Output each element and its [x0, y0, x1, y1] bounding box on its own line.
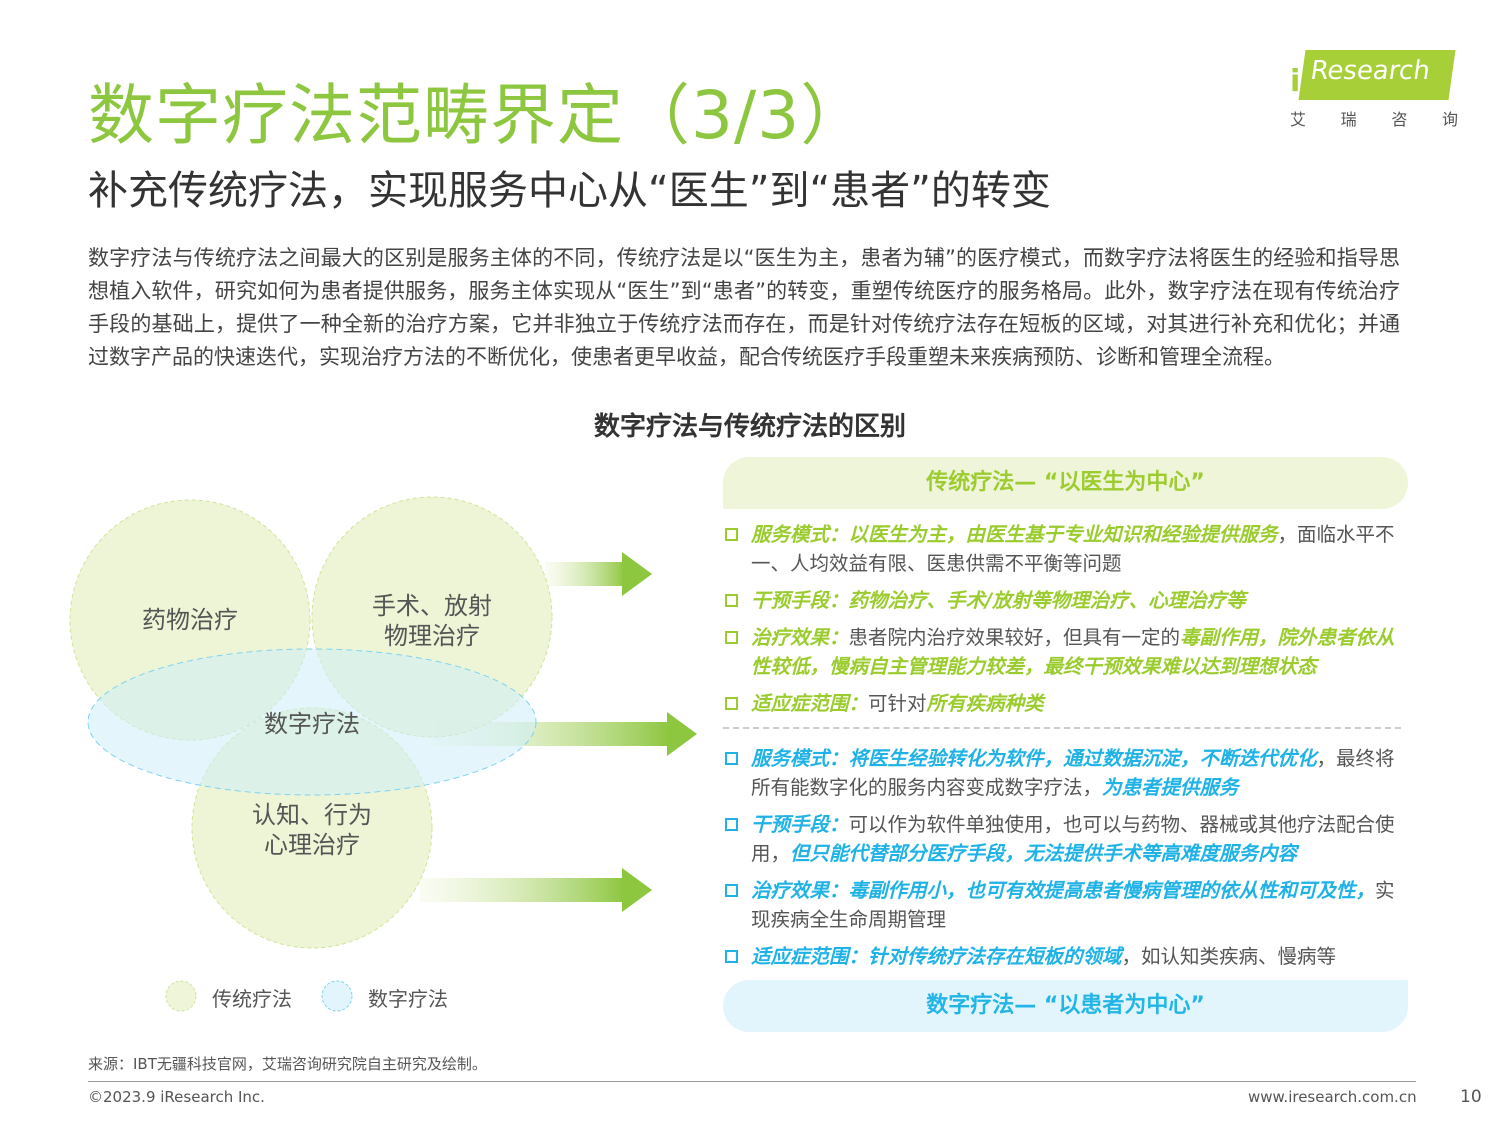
item-text: 但只能代替部分医疗手段，无法提供手术等高难度服务内容 [790, 842, 1298, 865]
traditional-list: 服务模式：以医生为主，由医生基于专业知识和经验提供服务，面临水平不一、人均效益有… [723, 520, 1413, 726]
page-title: 数字疗法范畴界定（3/3） [88, 77, 868, 154]
item-text: 适应症范围：针对传统疗法存在短板的领域 [751, 945, 1122, 968]
square-bullet-icon [725, 631, 738, 644]
digital-header: 数字疗法— “以患者为中心” [723, 980, 1408, 1032]
item-text: 干预手段： [751, 813, 849, 836]
legend-digital-label: 数字疗法 [368, 987, 448, 1011]
item-text: 治疗效果： [751, 626, 849, 649]
item-text: 可针对 [868, 692, 927, 715]
square-bullet-icon [725, 884, 738, 897]
legend-traditional-label: 传统疗法 [212, 987, 292, 1011]
item-text: 可以作为软件单独使用，也可以与药物、器械或其他疗法配合使用， [751, 813, 1395, 865]
source-note: 来源：IBT无疆科技官网，艾瑞咨询研究院自主研究及绘制。 [88, 1055, 487, 1073]
list-item: 服务模式：以医生为主，由医生基于专业知识和经验提供服务，面临水平不一、人均效益有… [723, 520, 1413, 578]
venn-diagram: 药物治疗 手术、放射 物理治疗 数字疗法 认知、行为 心理治疗 传统疗法 数字疗… [69, 496, 697, 1012]
legend-digital-swatch [321, 980, 353, 1012]
label-digital: 数字疗法 [264, 710, 360, 738]
item-text: 干预手段：药物治疗、手术/放射等物理治疗、心理治疗等 [751, 589, 1246, 612]
arrow-top [545, 552, 652, 596]
list-item: 适应症范围：可针对所有疾病种类 [723, 689, 1413, 718]
traditional-header: 传统疗法— “以医生为中心” [723, 457, 1408, 509]
label-cognitive: 心理治疗 [264, 831, 360, 859]
digital-list: 服务模式：将医生经验转化为软件，通过数据沉淀，不断迭代优化，最终将所有能数字化的… [723, 744, 1413, 979]
copyright: ©2023.9 iResearch Inc. [88, 1088, 265, 1106]
list-item: 治疗效果：毒副作用小，也可有效提高患者慢病管理的依从性和可及性，实现疾病全生命周… [723, 876, 1413, 934]
logo-i: i [1290, 64, 1301, 99]
page-number: 10 [1460, 1087, 1482, 1107]
square-bullet-icon [725, 752, 738, 765]
label-surgery: 物理治疗 [384, 622, 480, 650]
list-item: 干预手段：可以作为软件单独使用，也可以与药物、器械或其他疗法配合使用，但只能代替… [723, 810, 1413, 868]
list-item: 适应症范围：针对传统疗法存在短板的领域，如认知类疾病、慢病等 [723, 942, 1413, 971]
item-text: ，如认知类疾病、慢病等 [1121, 945, 1337, 968]
item-text: 治疗效果：毒副作用小，也可有效提高患者慢病管理的依从性和可及性， [751, 879, 1376, 902]
page-subtitle: 补充传统疗法，实现服务中心从“医生”到“患者”的转变 [88, 168, 1051, 214]
label-drug: 药物治疗 [142, 606, 238, 634]
website: www.iresearch.com.cn [1248, 1088, 1417, 1106]
logo-cn: 询 [1441, 110, 1458, 129]
label-surgery: 手术、放射 [372, 592, 492, 620]
square-bullet-icon [725, 818, 738, 831]
label-cognitive: 认知、行为 [252, 801, 372, 829]
item-text: ，最终将所有能数字化的服务内容变成数字疗法， [751, 747, 1395, 799]
list-item: 治疗效果：患者院内治疗效果较好，但具有一定的毒副作用，院外患者依从性较低，慢病自… [723, 623, 1413, 681]
list-item: 干预手段：药物治疗、手术/放射等物理治疗、心理治疗等 [723, 586, 1413, 615]
intro-paragraph: 数字疗法与传统疗法之间最大的区别是服务主体的不同，传统疗法是以“医生为主，患者为… [88, 246, 1400, 369]
logo-cn: 瑞 [1340, 110, 1357, 129]
ellipse-digital [87, 648, 537, 796]
square-bullet-icon [725, 594, 738, 607]
logo-cn: 咨 [1391, 110, 1408, 129]
footer-divider [88, 1081, 1416, 1082]
square-bullet-icon [725, 950, 738, 963]
item-text: 患者院内治疗效果较好，但具有一定的 [848, 626, 1181, 649]
divider [723, 727, 1401, 729]
list-item: 服务模式：将医生经验转化为软件，通过数据沉淀，不断迭代优化，最终将所有能数字化的… [723, 744, 1413, 802]
logo-text: Research [1298, 50, 1456, 100]
item-text: 服务模式：将医生经验转化为软件，通过数据沉淀，不断迭代优化 [751, 747, 1317, 770]
item-text: 服务模式：以医生为主，由医生基于专业知识和经验提供服务 [751, 523, 1278, 546]
item-text: 为患者提供服务 [1102, 776, 1239, 799]
item-text: 适应症范围： [751, 692, 869, 715]
square-bullet-icon [725, 697, 738, 710]
square-bullet-icon [725, 528, 738, 541]
item-text: 实现疾病全生命周期管理 [751, 879, 1395, 931]
logo-cn: 艾 [1290, 110, 1307, 129]
iresearch-logo: i Research 艾 瑞 咨 询 [1290, 50, 1460, 130]
legend-traditional-swatch [165, 980, 197, 1012]
item-text: 毒副作用，院外患者依从性较低，慢病自主管理能力较差，最终干预效果难以达到理想状态 [751, 626, 1395, 678]
arrow-bottom [420, 868, 652, 912]
item-text: ，面临水平不一、人均效益有限、医患供需不平衡等问题 [751, 523, 1395, 575]
figure-title: 数字疗法与传统疗法的区别 [593, 412, 906, 442]
item-text: 所有疾病种类 [926, 692, 1044, 715]
